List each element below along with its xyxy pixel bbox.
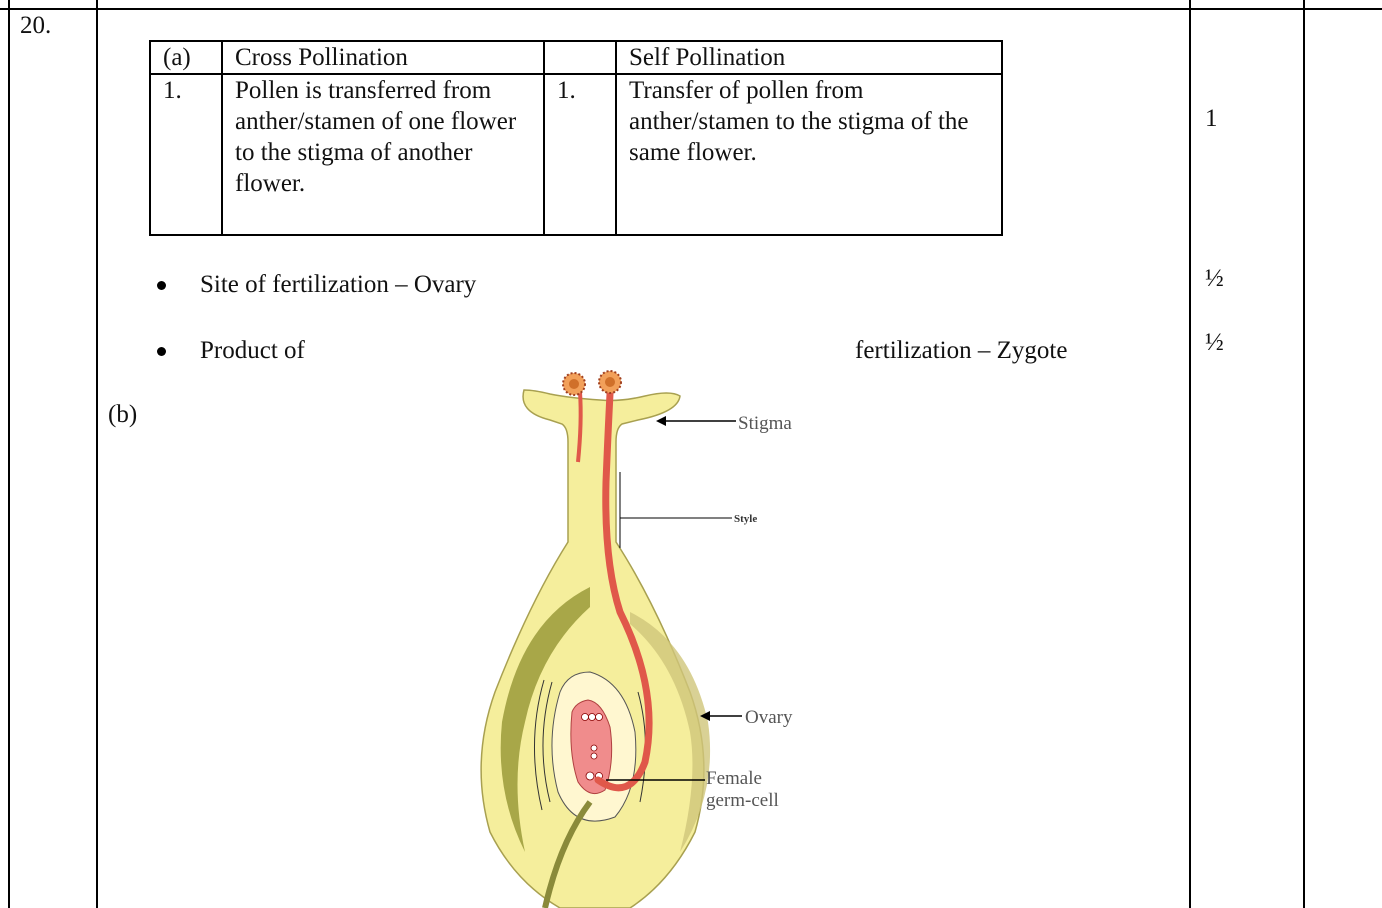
- label-ovary: Ovary: [745, 707, 793, 728]
- bullet-dot: [157, 281, 166, 290]
- mark-1: 1: [1205, 104, 1218, 134]
- header-empty-cell: [544, 41, 616, 74]
- label-germ-cell: germ-cell: [706, 790, 779, 811]
- bullet-dot: [157, 347, 166, 356]
- stigma-arrowhead: [656, 416, 666, 426]
- self-pollination-definition: Transfer of pollen from anther/stamen to…: [616, 74, 1002, 235]
- polar-nucleus: [591, 753, 597, 759]
- part-a-label: (a): [150, 41, 222, 74]
- row-number-right: 1.: [544, 74, 616, 235]
- table-row: 1. Pollen is transferred from anther/sta…: [150, 74, 1002, 235]
- left-border: [8, 0, 10, 908]
- mark-half-1: ½: [1205, 264, 1224, 294]
- pollen-grain-right: [599, 371, 621, 393]
- antipodal-cell: [582, 714, 589, 721]
- last-column-divider: [1303, 0, 1305, 908]
- cross-pollination-definition: Pollen is transferred from anther/stamen…: [222, 74, 544, 235]
- header-self-pollination: Self Pollination: [616, 41, 1002, 74]
- mark-half-2: ½: [1205, 328, 1224, 358]
- antipodal-cell: [596, 714, 603, 721]
- polar-nucleus: [591, 745, 597, 751]
- flower-fertilization-diagram: Stigma Style Ovary Female germ-cell: [440, 362, 840, 908]
- pollen-grain-left: [563, 373, 585, 395]
- marks-column-divider: [1189, 0, 1191, 908]
- label-female: Female: [706, 768, 762, 789]
- top-border: [0, 8, 1382, 10]
- product-of-fertilization-start: Product of: [200, 336, 305, 366]
- row-number-left: 1.: [150, 74, 222, 235]
- pollination-comparison-table: (a) Cross Pollination Self Pollination 1…: [149, 40, 1003, 236]
- female-germ-cell: [586, 772, 594, 780]
- question-column-divider: [96, 0, 98, 908]
- site-of-fertilization: Site of fertilization – Ovary: [200, 270, 476, 300]
- question-number: 20.: [20, 11, 51, 41]
- product-of-fertilization-end: fertilization – Zygote: [855, 336, 1067, 366]
- label-style: Style: [734, 513, 757, 525]
- antipodal-cell: [589, 714, 596, 721]
- table-header-row: (a) Cross Pollination Self Pollination: [150, 41, 1002, 74]
- label-stigma: Stigma: [738, 413, 792, 434]
- part-b-label: (b): [108, 400, 137, 430]
- header-cross-pollination: Cross Pollination: [222, 41, 544, 74]
